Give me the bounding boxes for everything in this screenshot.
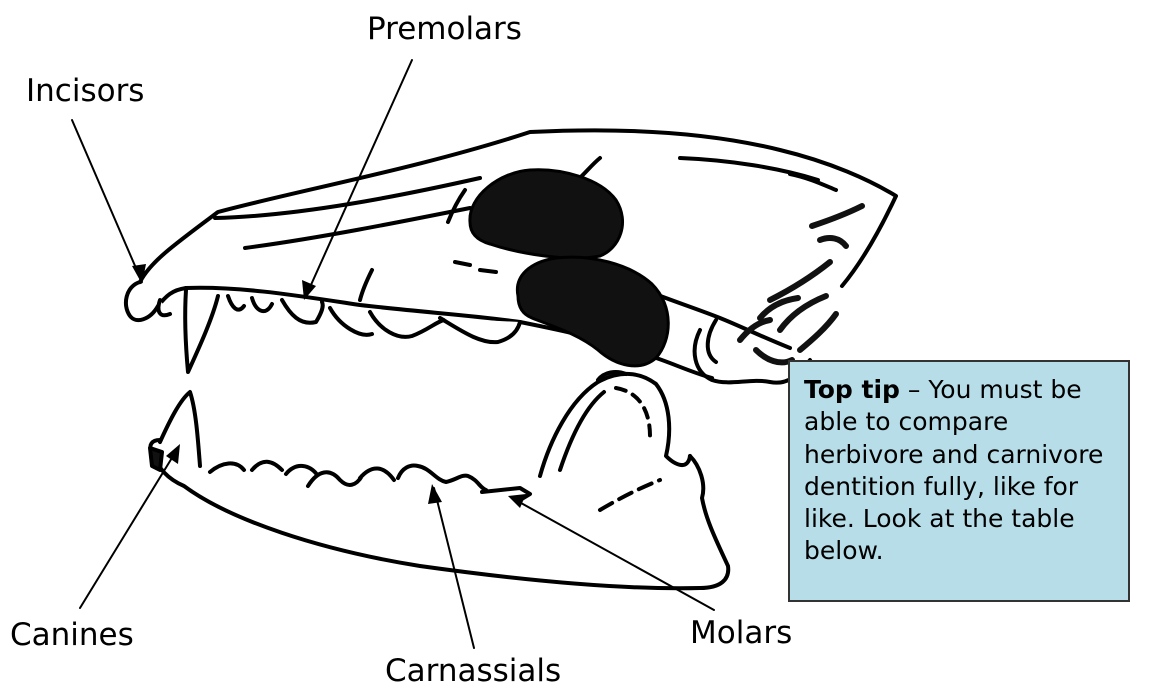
carnassials-arrowhead xyxy=(428,484,442,504)
carnassials-label: Carnassials xyxy=(385,656,561,687)
cranium-outline xyxy=(126,130,896,382)
canines-label: Canines xyxy=(10,620,134,651)
molars-arrowhead xyxy=(508,494,526,508)
molars-label: Molars xyxy=(690,618,792,649)
canines-leader xyxy=(80,448,178,608)
molars-leader xyxy=(512,498,714,610)
top-tip-heading: Top tip xyxy=(804,375,900,404)
premolars-leader xyxy=(306,60,412,296)
incisors-leader xyxy=(72,120,142,282)
incisors-label: Incisors xyxy=(26,76,144,107)
lower-teeth xyxy=(150,392,530,500)
premolars-label: Premolars xyxy=(367,14,522,45)
temporal-fossa xyxy=(517,257,668,366)
top-tip-box: Top tip – You must be able to compare he… xyxy=(788,360,1130,602)
eye-socket xyxy=(470,170,623,258)
